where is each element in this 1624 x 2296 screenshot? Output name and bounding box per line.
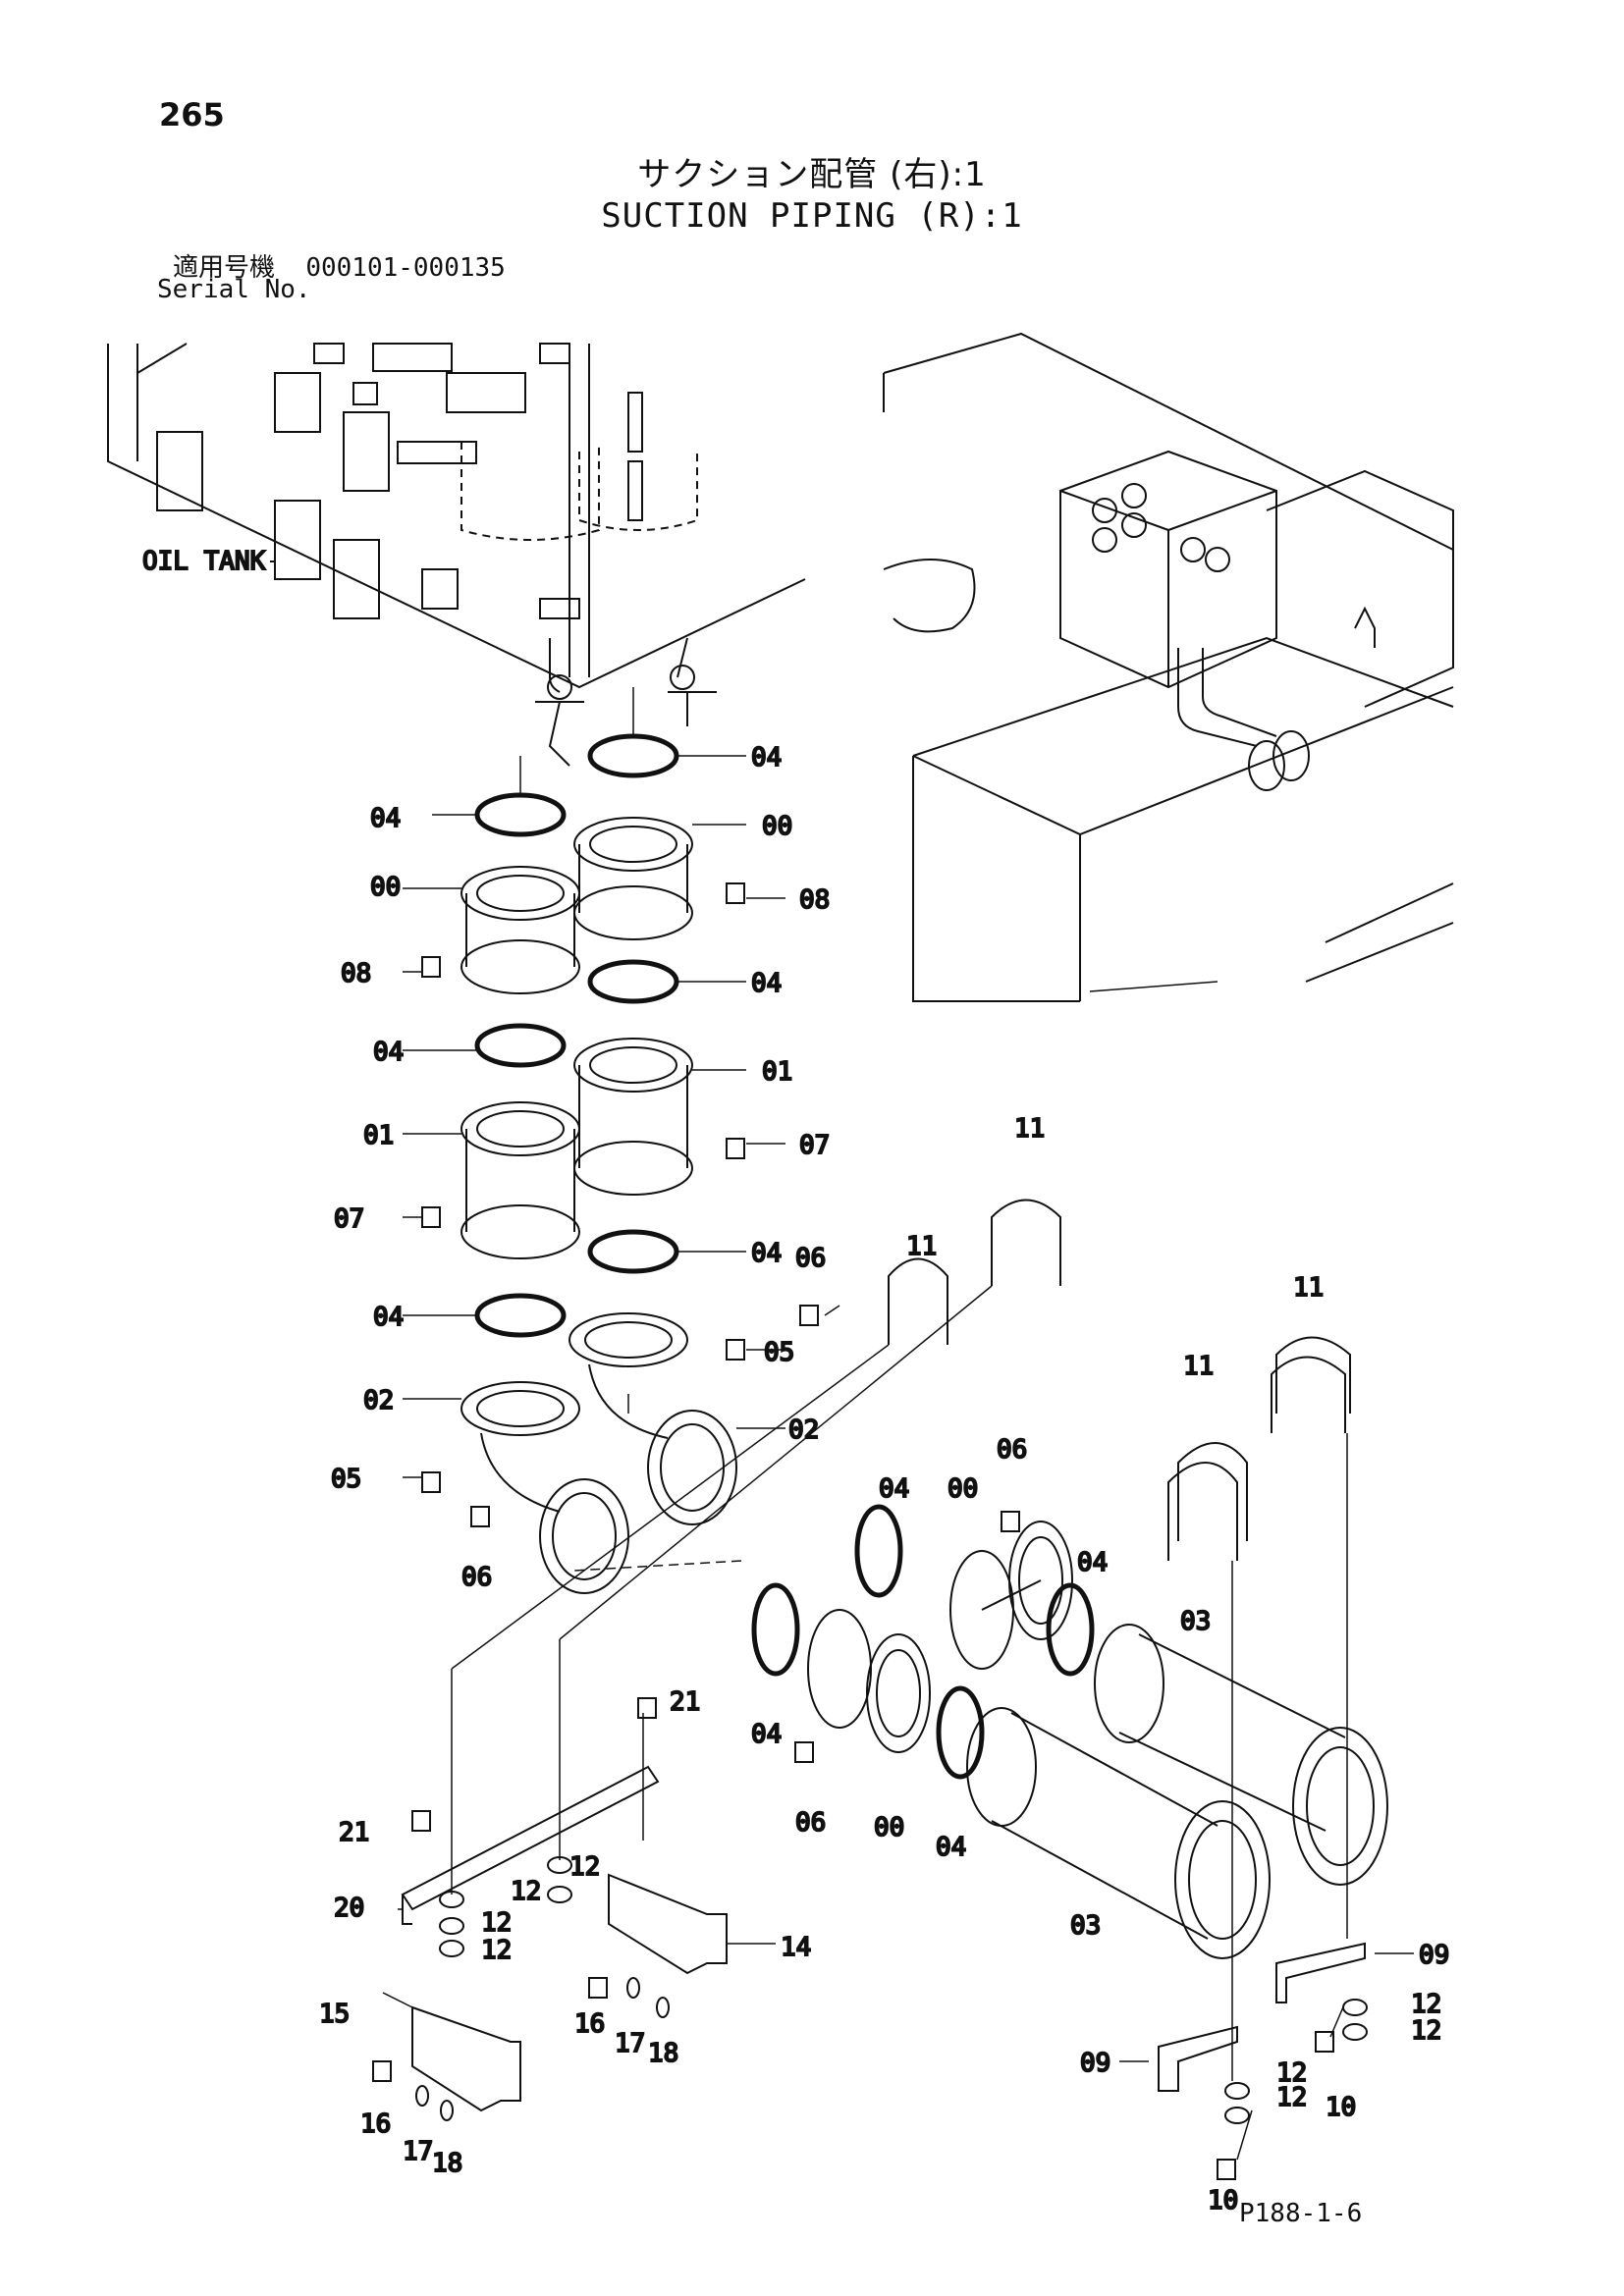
callout-08: 08: [341, 959, 371, 988]
callout-04: 04: [1077, 1548, 1108, 1577]
callout-15: 15: [319, 2000, 350, 2029]
u-bolts-11: [888, 1199, 1351, 1561]
callout-04: 04: [373, 1038, 404, 1067]
callout-04: 04: [370, 804, 401, 833]
tank-valves: [535, 637, 717, 767]
callout-01: 01: [762, 1057, 792, 1087]
callout-04: 04: [879, 1474, 909, 1504]
page-number: 265: [159, 96, 225, 133]
callout-04: 04: [751, 1720, 782, 1749]
callout-09: 09: [1080, 2049, 1110, 2078]
machine-overview: [883, 332, 1454, 1002]
hardware: [372, 882, 1368, 2180]
o-rings: [474, 733, 1095, 1780]
callout-10: 10: [1326, 2093, 1356, 2122]
serial-line: 適用号機 000101-000135: [173, 247, 506, 284]
callout-12: 12: [1411, 2016, 1441, 2046]
callout-11: 11: [1183, 1352, 1214, 1381]
serial-label-japanese: 適用号機: [173, 253, 276, 283]
title-english: SUCTION PIPING (R):1: [601, 196, 1023, 236]
footer-code: P188-1-6: [1239, 2199, 1363, 2228]
callout-01: 01: [363, 1121, 394, 1150]
callout-05: 05: [764, 1338, 794, 1367]
serial-label-english: Serial No.: [157, 275, 311, 304]
callout-00: 00: [762, 812, 792, 841]
oil-tank: [107, 343, 806, 689]
callout-17: 17: [615, 2029, 645, 2058]
callout-06: 06: [461, 1563, 492, 1592]
callout-07: 07: [334, 1204, 364, 1234]
elbows-02: [460, 1312, 737, 1594]
callout-12: 12: [481, 1936, 512, 1965]
callout-18: 18: [648, 2039, 678, 2068]
callout-18: 18: [432, 2149, 462, 2178]
callouts: 04 04 00 00 08 08 04 04 01 01 07 07 04 0…: [318, 742, 1450, 2216]
callout-11: 11: [1293, 1273, 1324, 1303]
callout-21: 21: [670, 1687, 700, 1717]
callout-21: 21: [339, 1818, 369, 1847]
callout-00: 00: [947, 1474, 978, 1504]
callout-04: 04: [751, 743, 782, 773]
callout-02: 02: [788, 1415, 819, 1445]
callout-17: 17: [403, 2137, 433, 2166]
brackets: [401, 1765, 1366, 2112]
callout-12: 12: [1276, 2058, 1307, 2088]
callout-03: 03: [1070, 1911, 1101, 1941]
callout-06: 06: [997, 1435, 1027, 1465]
callout-12: 12: [1276, 2083, 1307, 2112]
callout-04: 04: [373, 1303, 404, 1332]
callout-12: 12: [1411, 1990, 1441, 2019]
callout-10: 10: [1208, 2186, 1238, 2216]
callout-04: 04: [751, 1239, 782, 1268]
callout-09: 09: [1419, 1941, 1449, 1970]
callout-06: 06: [795, 1244, 826, 1273]
spool-pipes-01: [460, 1038, 693, 1259]
callout-16: 16: [574, 2009, 605, 2039]
callout-04: 04: [936, 1833, 966, 1862]
callout-11: 11: [1014, 1114, 1045, 1144]
callout-20: 20: [334, 1894, 364, 1923]
callout-00: 00: [370, 873, 401, 902]
oil-tank-label: OIL TANK: [142, 547, 266, 576]
callout-12: 12: [481, 1908, 512, 1938]
serial-range: 000101-000135: [305, 253, 506, 283]
callout-02: 02: [363, 1386, 394, 1415]
callout-14: 14: [781, 1933, 811, 1962]
spool-pipes-00: [460, 817, 1073, 1753]
callout-03: 03: [1180, 1607, 1211, 1636]
callout-08: 08: [799, 885, 830, 915]
callout-12: 12: [511, 1877, 541, 1906]
callout-06: 06: [795, 1808, 826, 1838]
callout-11: 11: [906, 1232, 937, 1261]
callout-00: 00: [874, 1813, 904, 1842]
callout-05: 05: [331, 1465, 361, 1494]
callout-16: 16: [360, 2109, 391, 2139]
callout-12: 12: [569, 1852, 600, 1882]
leader-lines: [382, 687, 1414, 2161]
long-pipes-03: [966, 1624, 1388, 1959]
callout-04: 04: [751, 969, 782, 998]
title-japanese: サクション配管 (右):1: [637, 155, 987, 194]
callout-07: 07: [799, 1131, 830, 1160]
